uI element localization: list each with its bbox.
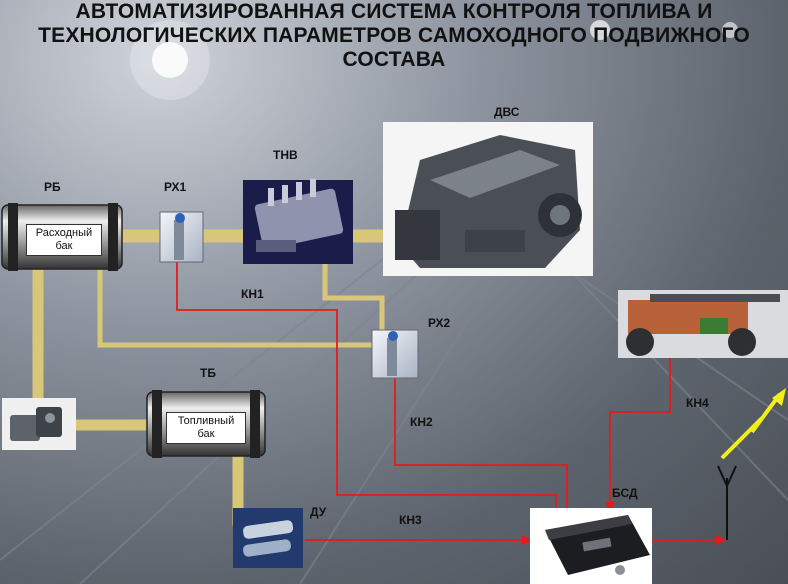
wire-kn1	[176, 262, 557, 525]
du-sensor-photo	[233, 508, 303, 568]
tb-tank-label-line-1: Топливный	[177, 415, 235, 427]
label-du: ДУ	[310, 505, 327, 519]
label-tb: ТБ	[200, 366, 216, 380]
label-kn3: КН3	[399, 513, 422, 527]
rb-tank-label: Расходный бак	[26, 224, 102, 256]
rb-tank-label-line-2: бак	[55, 240, 73, 252]
label-tnv: ТНВ	[273, 148, 298, 162]
tb-tank-label-line-2: бак	[197, 428, 215, 440]
diagram-title: АВТОМАТИЗИРОВАННАЯ СИСТЕМА КОНТРОЛЯ ТОПЛ…	[0, 0, 788, 72]
signal-wires	[176, 262, 725, 541]
label-dvs: ДВС	[494, 105, 520, 119]
pipe-return-tnv-to-rh2	[322, 259, 385, 335]
background-lights	[130, 20, 738, 100]
label-kn1: КН1	[241, 287, 264, 301]
label-rh1: РХ1	[164, 180, 187, 194]
label-bsd: БСД	[612, 486, 638, 500]
dvs-engine-photo	[383, 122, 593, 276]
label-kn4: КН4	[686, 396, 709, 410]
filter-assembly-photo	[2, 398, 76, 450]
tb-tank-label: Топливный бак	[166, 412, 246, 444]
wireless-arrow-head	[772, 388, 786, 406]
rh1-flowmeter	[159, 211, 204, 263]
label-rb: РБ	[44, 180, 61, 194]
rh2-flowmeter	[371, 329, 419, 379]
bogie-photo	[618, 290, 788, 358]
pipe-return-rh2-to-rb	[97, 263, 378, 348]
tnv-pump-photo	[243, 179, 353, 264]
label-kn2: КН2	[410, 415, 433, 429]
title-line-1: АВТОМАТИЗИРОВАННАЯ СИСТЕМА КОНТРОЛЯ ТОПЛ…	[75, 0, 713, 23]
label-rh2: РХ2	[428, 316, 451, 330]
rb-tank-label-line-1: Расходный	[35, 227, 93, 239]
wireless-signal-icon	[720, 392, 782, 460]
title-line-2: ТЕХНОЛОГИЧЕСКИХ ПАРАМЕТРОВ САМОХОДНОГО П…	[38, 24, 750, 47]
bsd-device-photo	[530, 508, 652, 584]
title-line-3: СОСТАВА	[342, 48, 446, 71]
antenna-icon	[717, 465, 737, 540]
wire-kn4	[609, 358, 671, 510]
wire-kn2	[394, 378, 568, 525]
